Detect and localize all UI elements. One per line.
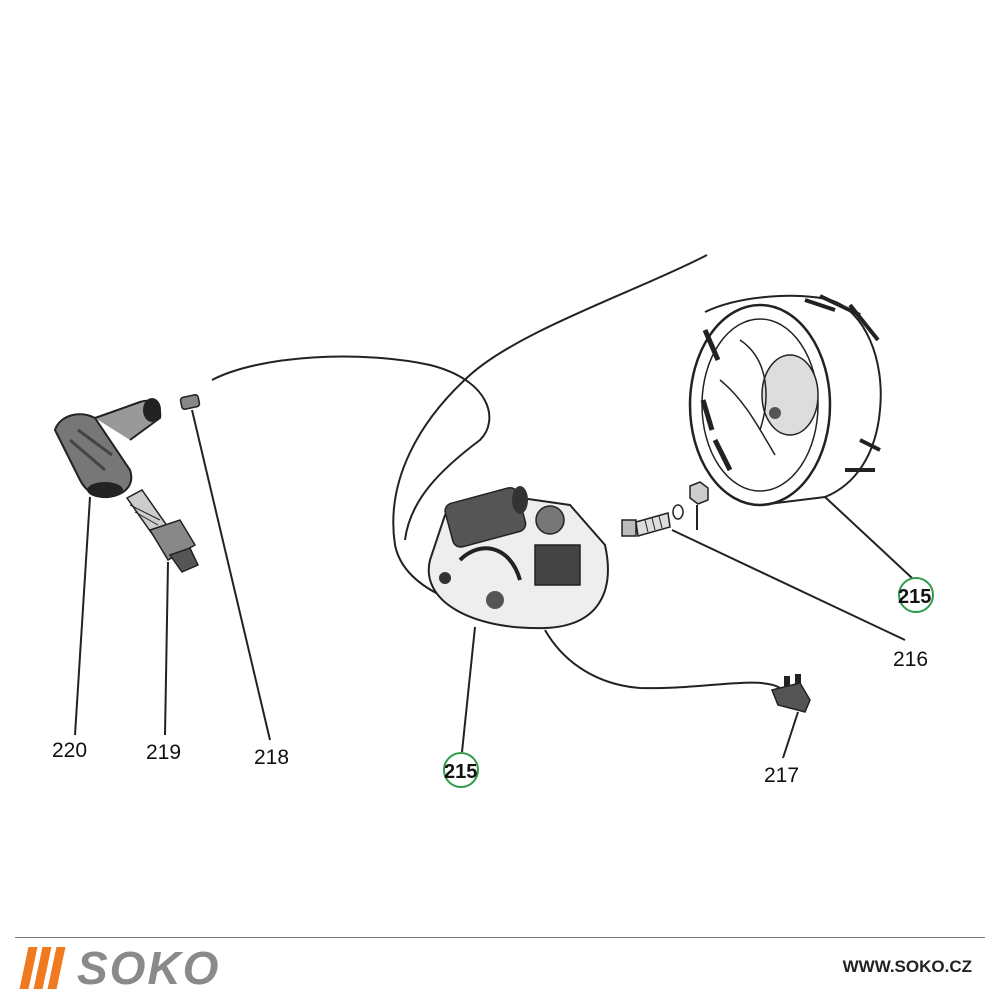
label-216: 216 xyxy=(893,648,928,671)
highlight-circle-stator xyxy=(443,752,479,788)
leader-217 xyxy=(782,711,799,759)
cable-cap xyxy=(179,394,201,410)
connector xyxy=(770,674,811,713)
leader-218 xyxy=(191,409,271,741)
brand-logo[interactable]: SOKO xyxy=(19,940,221,996)
website-link[interactable]: WWW.SOKO.CZ xyxy=(842,957,972,976)
label-215-flywheel: 215 xyxy=(898,586,931,608)
label-218: 218 xyxy=(254,746,289,769)
brand-name: SOKO xyxy=(77,942,221,994)
spark-plug xyxy=(125,489,200,573)
ignition-cable xyxy=(392,254,708,596)
stator-plate xyxy=(427,486,609,630)
label-215-stator: 215 xyxy=(444,761,477,783)
leader-219 xyxy=(164,561,169,736)
bolt-and-nut xyxy=(621,481,709,537)
label-220: 220 xyxy=(52,739,87,762)
plug-cap xyxy=(53,398,162,499)
label-217: 217 xyxy=(764,764,799,787)
highlight-circle-flywheel xyxy=(898,577,934,613)
footer-divider xyxy=(15,937,985,938)
leader-220 xyxy=(74,496,91,736)
logo-bars-icon xyxy=(19,947,66,989)
label-219: 219 xyxy=(146,741,181,764)
flywheel xyxy=(688,294,882,507)
leader-215-stator xyxy=(461,626,476,753)
leader-216 xyxy=(671,505,906,641)
hv-cable xyxy=(211,355,491,541)
connector-wire xyxy=(544,629,781,690)
leader-215-flywheel xyxy=(824,496,913,579)
